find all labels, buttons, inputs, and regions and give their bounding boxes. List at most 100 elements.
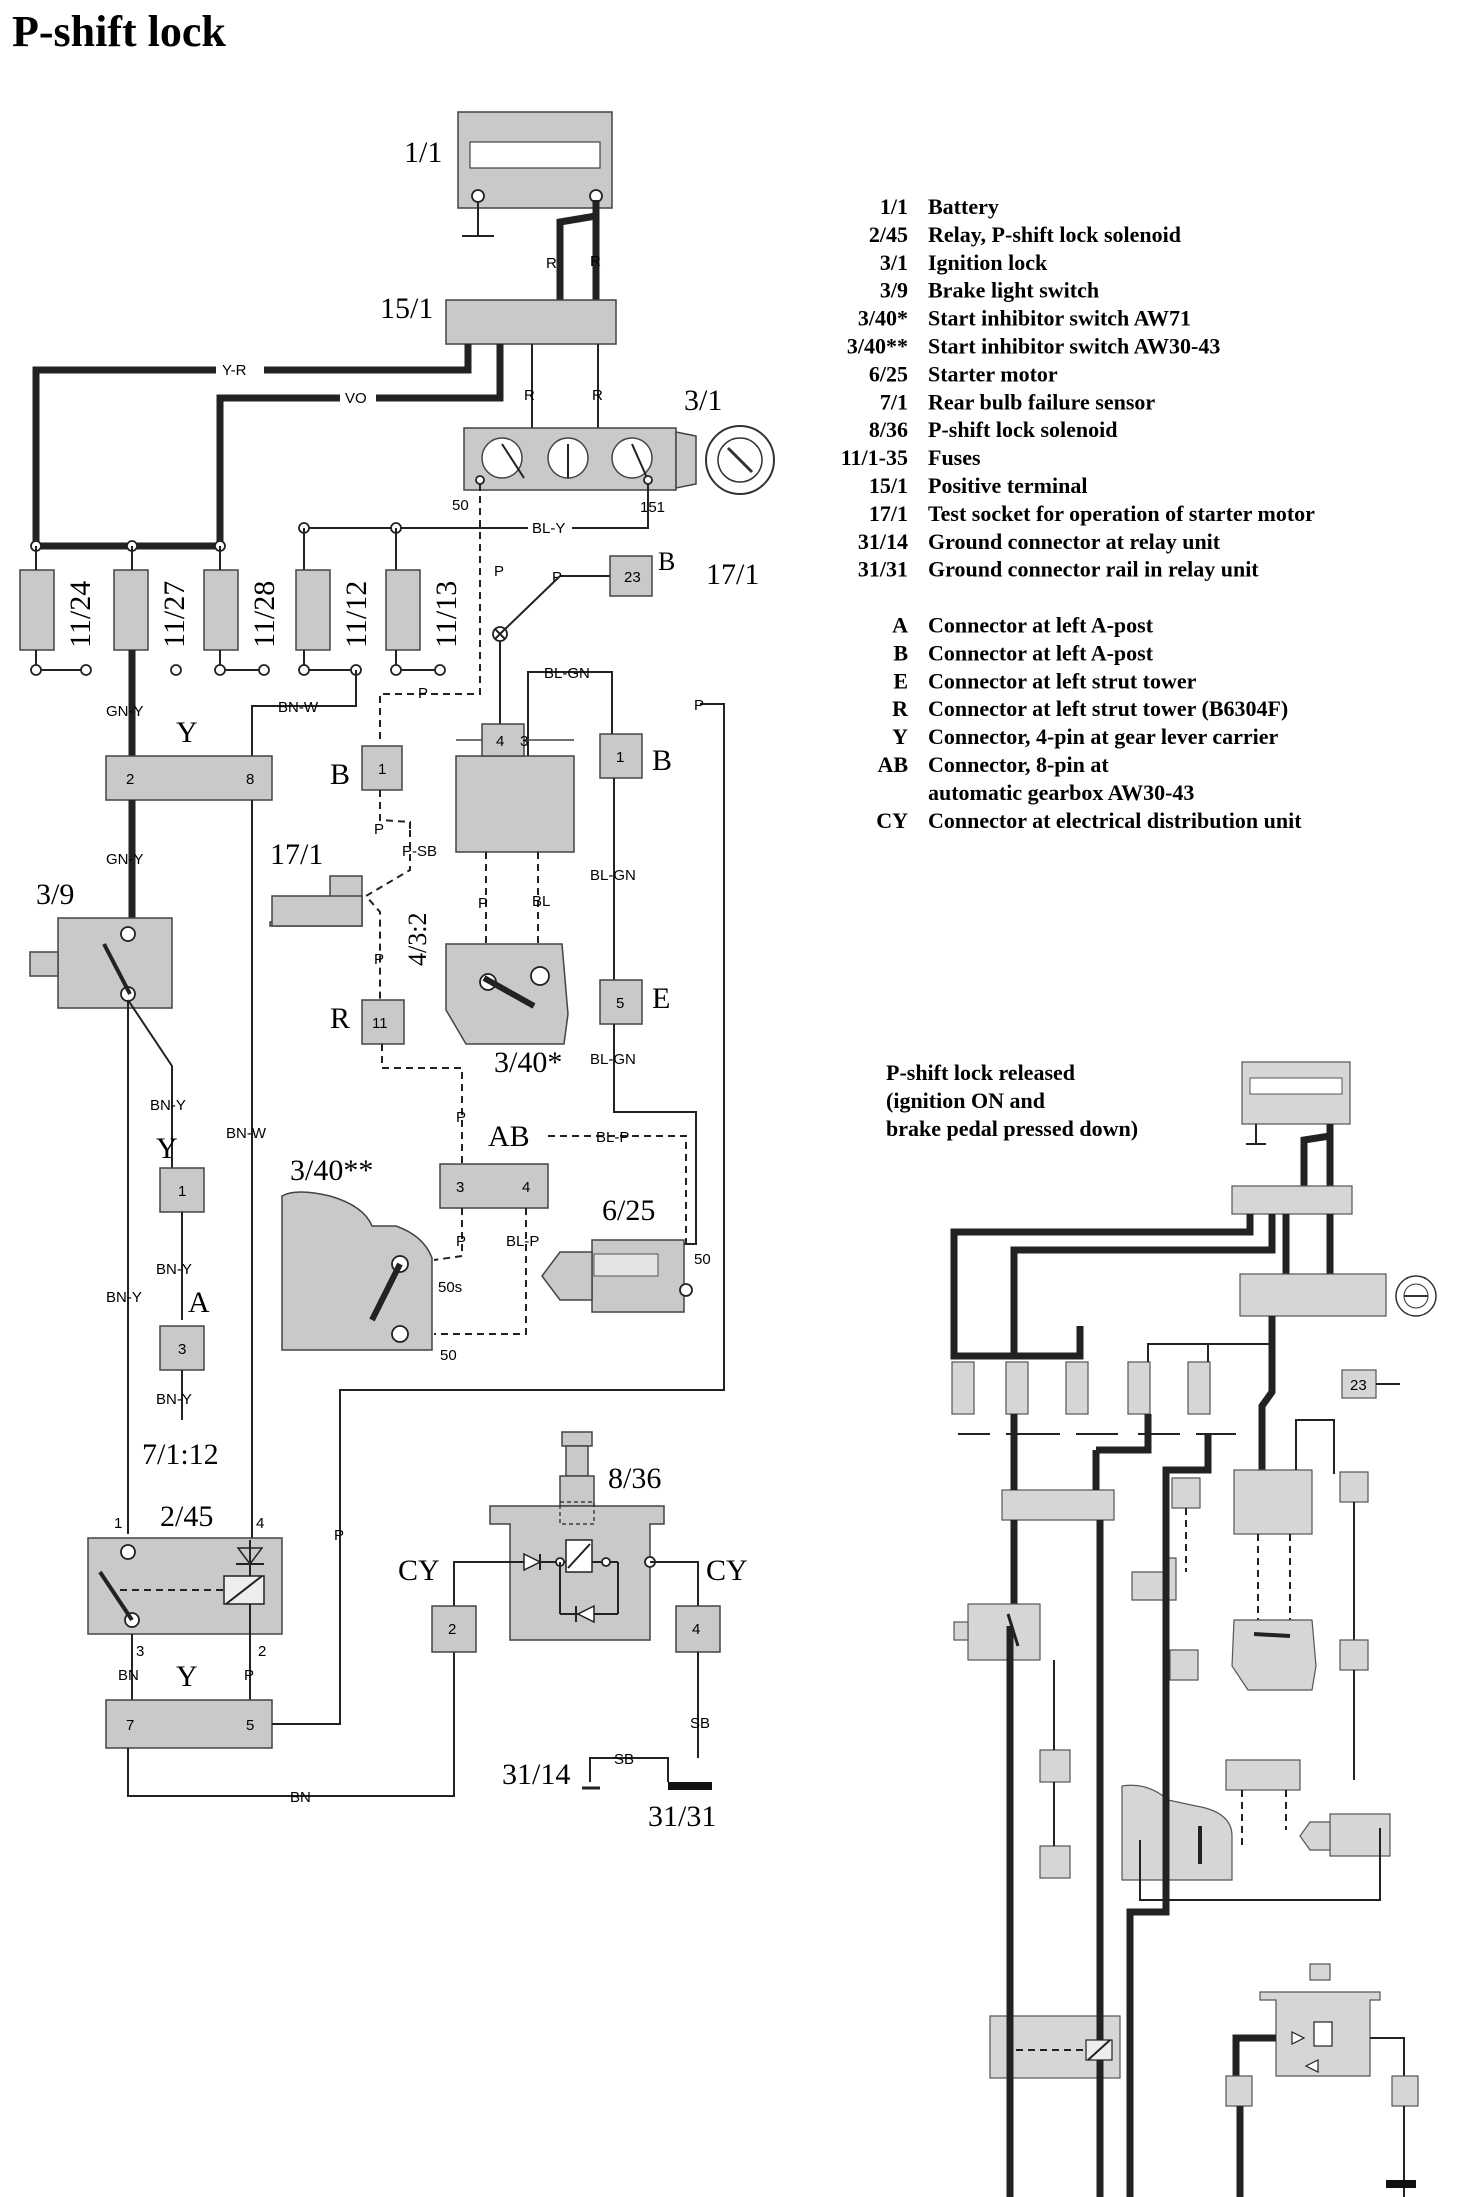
legend-code: 31/31 xyxy=(858,557,908,582)
page-title: P-shift lock xyxy=(12,7,226,56)
pin-cy-2: 2 xyxy=(448,1621,456,1638)
inhibitor-switch-aw3043: 3/40** xyxy=(281,1154,433,1351)
pin-socket-23: 23 xyxy=(624,569,641,586)
wire-label-r1: R xyxy=(546,255,557,272)
caption-line-3: brake pedal pressed down) xyxy=(886,1116,1138,1141)
released-state-diagram: 23 xyxy=(950,1061,1437,2197)
label-connector-r: R xyxy=(330,1002,350,1035)
brake-light-switch-3-9: 3/9 xyxy=(29,878,173,1009)
pin-y-7: 7 xyxy=(126,1717,134,1734)
wire-label-bnw1: BN-W xyxy=(278,699,319,716)
pin-relay-3: 3 xyxy=(136,1643,144,1660)
label-relay: 2/45 xyxy=(160,1500,213,1533)
pin-socket-23-released: 23 xyxy=(1350,1377,1367,1394)
legend-code: Y xyxy=(892,724,908,749)
label-connector-a: A xyxy=(188,1286,210,1319)
label-cy-left: CY xyxy=(398,1554,440,1587)
wire-label-p-ab: P xyxy=(456,1109,466,1126)
fuse-11-24 xyxy=(19,569,55,651)
legend-description: automatic gearbox AW30-43 xyxy=(928,780,1194,805)
wire-label-p2: P xyxy=(244,1667,254,1684)
pin-relay-2: 2 xyxy=(258,1643,266,1660)
pin-inh-4: 4 xyxy=(496,733,504,750)
legend-description: Battery xyxy=(928,194,999,219)
wire-label-p-sock: P xyxy=(552,569,562,586)
wire-label-r3: R xyxy=(524,387,535,404)
fuse-label-11-12: 11/12 xyxy=(340,581,373,648)
wire-label-gny1: GN-Y xyxy=(106,703,144,720)
wire-label-bny3: BN-Y xyxy=(156,1391,192,1408)
legend-description: Ignition lock xyxy=(928,250,1048,275)
fuse-label-11-27: 11/27 xyxy=(158,581,191,648)
label-inhibitor-aw71: 3/40* xyxy=(494,1046,562,1079)
pin-e-5: 5 xyxy=(616,995,624,1012)
label-connector-y-mid: Y xyxy=(156,1132,178,1165)
legend-description: Ground connector at relay unit xyxy=(928,529,1221,554)
legend-description: Connector, 4-pin at gear lever carrier xyxy=(928,724,1279,749)
fuse-label-11-13: 11/13 xyxy=(430,581,463,648)
legend-description: Connector, 8-pin at xyxy=(928,752,1109,777)
terminal-label-151: 151 xyxy=(640,499,665,516)
connector-y-top xyxy=(105,755,273,801)
fuse-label-11-28: 11/28 xyxy=(248,581,281,648)
wire-label-psb: P-SB xyxy=(402,843,437,860)
wire-label-p-ab2: P xyxy=(456,1233,466,1250)
wire-label-sb1: SB xyxy=(690,1715,710,1732)
label-solenoid: 8/36 xyxy=(608,1462,661,1495)
connector-r xyxy=(361,999,405,1045)
pin-y-2: 2 xyxy=(126,771,134,788)
pin-relay-4: 4 xyxy=(256,1515,264,1532)
wire-label-p-b: P xyxy=(374,821,384,838)
pin-cy-4: 4 xyxy=(692,1621,700,1638)
legend-description: Connector at left strut tower xyxy=(928,668,1197,693)
legend-description: Starter motor xyxy=(928,361,1058,386)
pin-inh-3: 3 xyxy=(520,733,528,750)
legend-code: B xyxy=(893,640,908,665)
pin-a-3: 3 xyxy=(178,1341,186,1358)
wire-label-p-r: P xyxy=(374,951,384,968)
legend-code: 7/1 xyxy=(880,389,908,414)
legend-code: 11/1-35 xyxy=(841,445,908,470)
wire-label-r2: R xyxy=(590,253,601,270)
label-positive-terminal: 15/1 xyxy=(380,292,433,325)
legend-description: Test socket for operation of starter mot… xyxy=(928,501,1315,526)
wire-label-bly: BL-Y xyxy=(532,520,565,537)
legend-code: 1/1 xyxy=(880,194,908,219)
fuse-11-28 xyxy=(203,569,239,651)
fuse-11-13 xyxy=(385,569,421,651)
label-rear-bulb-ref: 7/1:12 xyxy=(142,1438,219,1471)
terminal-label-50b: 50 xyxy=(440,1347,457,1364)
legend-code: 2/45 xyxy=(869,222,908,247)
caption-line-1: P-shift lock released xyxy=(886,1060,1075,1085)
caption-line-2: (ignition ON and xyxy=(886,1088,1045,1113)
connector-ab xyxy=(439,1163,549,1209)
label-connector-b-top: B xyxy=(658,547,675,576)
label-starter: 6/25 xyxy=(602,1194,655,1227)
wire-label-p-dash: P xyxy=(418,685,428,702)
wire-label-blp1: BL-P xyxy=(596,1129,629,1146)
ground-rail-31-31 xyxy=(668,1782,712,1790)
legend-description: Connector at electrical distribution uni… xyxy=(928,808,1302,833)
label-ignition-lock: 3/1 xyxy=(684,384,722,417)
label-inhibitor-aw3043: 3/40** xyxy=(290,1154,373,1187)
label-connector-b-right: B xyxy=(652,744,672,777)
legend-code: 15/1 xyxy=(869,473,908,498)
label-fuse-ref: 4/3:2 xyxy=(403,913,432,966)
pin-relay-1: 1 xyxy=(114,1515,122,1532)
starter-motor-6-25: 6/25 xyxy=(541,1194,693,1313)
label-connector-ab: AB xyxy=(488,1120,530,1153)
legend-code: 3/9 xyxy=(880,278,908,303)
wire-label-blgn1: BL-GN xyxy=(544,665,590,682)
label-battery: 1/1 xyxy=(404,136,442,169)
p-shift-lock-solenoid-8-36: 8/36 xyxy=(489,1431,665,1641)
pin-y-5: 5 xyxy=(246,1717,254,1734)
legend-description: P-shift lock solenoid xyxy=(928,417,1117,442)
wire-label-sb2: SB xyxy=(614,1751,634,1768)
wire-label-vo: VO xyxy=(345,390,367,407)
legend-description: Start inhibitor switch AW71 xyxy=(928,306,1191,331)
pin-y-8: 8 xyxy=(246,771,254,788)
legend-code: AB xyxy=(877,752,908,777)
wire-label-r4: R xyxy=(592,387,603,404)
